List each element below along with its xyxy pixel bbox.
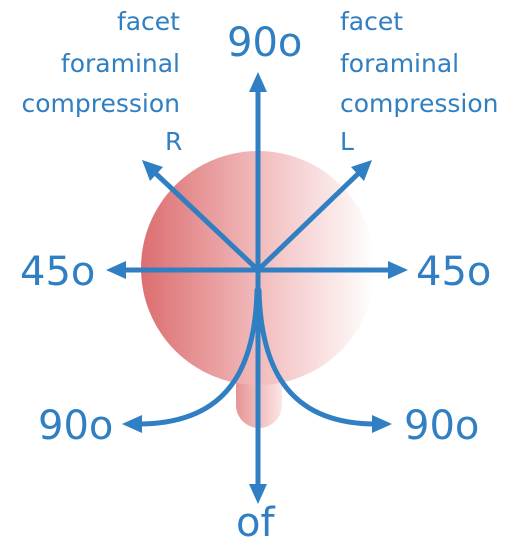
- label-lower-left-90: 90o: [38, 403, 113, 449]
- label-bottom: of: [236, 500, 275, 546]
- label-right-45: 45o: [416, 249, 491, 295]
- right-arrowhead: [388, 261, 408, 279]
- annotation-l-line1: facet: [340, 7, 403, 36]
- left-arrowhead: [106, 261, 126, 279]
- up-arrowhead: [249, 72, 267, 92]
- lower-left-arrowhead: [122, 415, 142, 433]
- annotation-r-line4: R: [165, 127, 182, 156]
- annotation-r-line2: foraminal: [61, 49, 180, 78]
- annotation-l-line4: L: [340, 127, 354, 156]
- lower-right-arrowhead: [372, 415, 392, 433]
- label-left-45: 45o: [20, 249, 95, 295]
- label-lower-right-90: 90o: [404, 403, 479, 449]
- annotation-l-line2: foraminal: [340, 49, 459, 78]
- annotation-compression-r: facet foraminal compression R: [21, 7, 182, 156]
- annotation-compression-l: facet foraminal compression L: [340, 7, 499, 156]
- annotation-r-line1: facet: [117, 7, 180, 36]
- annotation-r-line3: compression: [21, 89, 180, 118]
- annotation-l-line3: compression: [340, 89, 499, 118]
- label-top-90: 90o: [227, 20, 302, 66]
